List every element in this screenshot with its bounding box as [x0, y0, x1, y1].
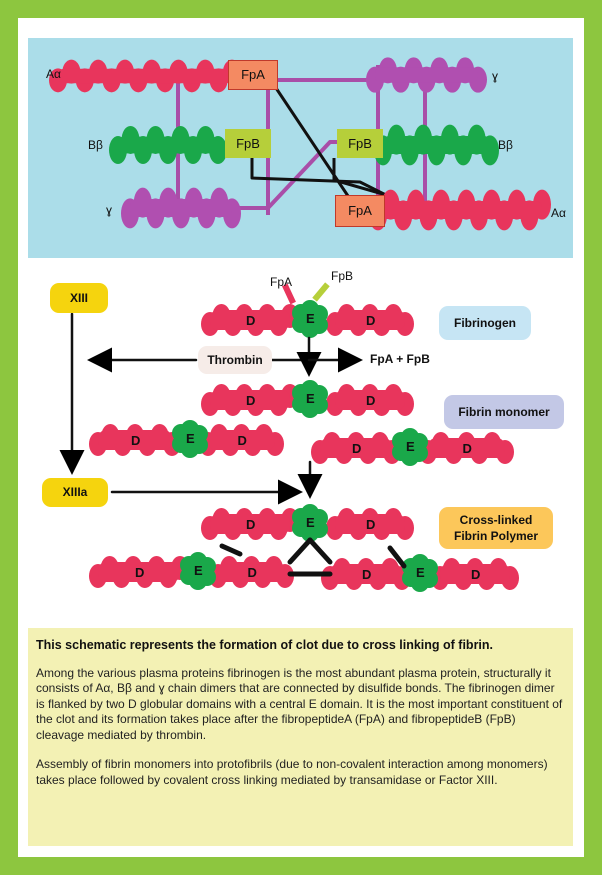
- aalpha-left-label: Aα: [46, 67, 61, 81]
- fibrin-monomer-right-d-left: D: [311, 432, 401, 464]
- domain-d-label: D: [366, 517, 375, 532]
- domain-d-label: D: [366, 313, 375, 328]
- crosslinked-label-line2: Fibrin Polymer: [453, 529, 539, 543]
- gamma-right-label: ɣ: [492, 69, 498, 83]
- fibrin-monomer-e-center: E: [292, 380, 328, 418]
- aalpha-chain-right: [369, 189, 551, 231]
- fibrin-monomer-left-d-right: D: [199, 424, 284, 456]
- gamma-chain-right: [366, 57, 487, 93]
- factor-xiii-box: XIII: [50, 283, 108, 313]
- polymer-top-e-center: E: [292, 504, 328, 542]
- polymer-top-d-right: D: [326, 508, 414, 540]
- fpa-box-bottom: FpA: [335, 195, 385, 227]
- fibrinogen-molecule-d-right: D: [326, 304, 414, 336]
- polymer-bottom-left-d-left: D: [89, 556, 189, 588]
- description-heading: This schematic represents the formation …: [36, 638, 494, 652]
- polymer-bottom-left-d-right: D: [209, 556, 294, 588]
- fibrinogen-molecule-d-left: D: [201, 304, 299, 336]
- bbeta-right-label: Bβ: [498, 138, 513, 152]
- domain-d-label: D: [362, 567, 371, 582]
- bbeta-chain-left: [109, 125, 227, 165]
- crosslink-left: [219, 543, 243, 557]
- fpa-stub: [282, 283, 296, 305]
- fibrinogen-box: Fibrinogen: [439, 306, 531, 340]
- crosslinked-polymer-box: Cross-linked Fibrin Polymer: [439, 507, 553, 549]
- thrombin-box: Thrombin: [198, 346, 272, 374]
- domain-e-label: E: [306, 311, 315, 326]
- domain-e-label: E: [416, 565, 425, 580]
- domain-d-label: D: [246, 313, 255, 328]
- domain-d-label: D: [463, 441, 472, 456]
- fpa-small-label: FpA: [270, 275, 292, 289]
- fibrin-monomer-box: Fibrin monomer: [444, 395, 564, 429]
- fpb-linker-right: [332, 158, 387, 197]
- domain-d-label: D: [248, 565, 257, 580]
- crosslinked-label-line1: Cross-linked: [459, 513, 533, 527]
- aalpha-right-label: Aα: [551, 206, 566, 220]
- gamma-chain-left: [121, 187, 241, 229]
- fibrin-monomer-right-e-center: E: [392, 428, 428, 466]
- fpa-box-top: FpA: [228, 60, 278, 90]
- fibrin-monomer-right-d-right: D: [419, 432, 514, 464]
- polymer-bottom-right-e-center: E: [402, 554, 438, 592]
- crosslink-e-right: [307, 537, 333, 565]
- fibrin-monomer-d-right: D: [326, 384, 414, 416]
- gamma-left-label: ɣ: [106, 203, 112, 217]
- domain-d-label: D: [366, 393, 375, 408]
- factor-xiiia-box: XIIIa: [42, 478, 108, 507]
- fpb-stub: [312, 282, 330, 302]
- fpb-small-label: FpB: [331, 269, 353, 283]
- crosslink-e-left: [287, 537, 313, 565]
- domain-d-label: D: [135, 565, 144, 580]
- domain-e-label: E: [306, 391, 315, 406]
- polymer-bottom-left-e-center: E: [180, 552, 216, 590]
- domain-e-label: E: [306, 515, 315, 530]
- description-paragraph-1: Among the various plasma proteins fibrin…: [36, 665, 563, 742]
- domain-e-label: E: [194, 563, 203, 578]
- description-paragraph-2: Assembly of fibrin monomers into protofi…: [36, 757, 548, 787]
- fibrin-monomer-d-left: D: [201, 384, 299, 416]
- bbeta-left-label: Bβ: [88, 138, 103, 152]
- bbeta-chain-right: [374, 124, 499, 166]
- domain-d-label: D: [471, 567, 480, 582]
- fibrinogen-molecule-e-center: E: [292, 300, 328, 338]
- crosslink-right: [387, 545, 407, 569]
- fpb-box-right: FpB: [337, 129, 383, 158]
- domain-d-label: D: [352, 441, 361, 456]
- polymer-bottom-right-d-right: D: [431, 558, 519, 590]
- domain-d-label: D: [246, 393, 255, 408]
- fibrin-monomer-left-d-left: D: [89, 424, 181, 456]
- domain-d-label: D: [131, 433, 140, 448]
- polymer-top-d-left: D: [201, 508, 299, 540]
- domain-e-label: E: [186, 431, 195, 446]
- domain-d-label: D: [246, 517, 255, 532]
- domain-e-label: E: [406, 439, 415, 454]
- description-panel: This schematic represents the formation …: [28, 628, 573, 846]
- fibrin-monomer-left-e-center: E: [172, 420, 208, 458]
- domain-d-label: D: [238, 433, 247, 448]
- fpa-linker-top: [274, 87, 350, 197]
- fpb-box-left: FpB: [225, 129, 271, 158]
- fpb-linker-left: [250, 158, 387, 197]
- polymer-bottom-right-d-left: D: [321, 558, 411, 590]
- cleavage-products-label: FpA + FpB: [370, 352, 430, 366]
- aalpha-chain-left: [49, 59, 241, 93]
